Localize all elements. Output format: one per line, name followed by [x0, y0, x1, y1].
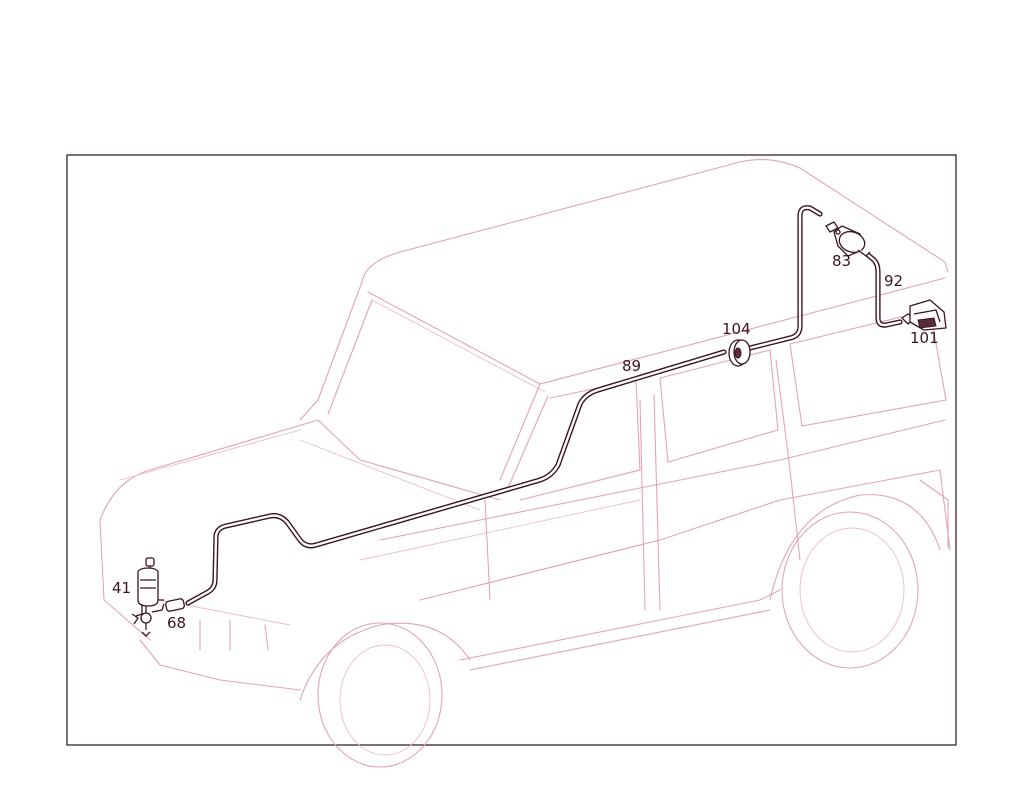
spray-nozzle	[901, 299, 947, 331]
grommet	[728, 339, 751, 367]
callout-92: 92	[884, 272, 903, 290]
hose-connector	[165, 598, 185, 612]
callout-68: 68	[167, 614, 186, 632]
vehicle-outline	[99, 159, 951, 768]
washer-pump	[131, 557, 165, 637]
callout-labels: 41 68 89 104 83 92 101	[112, 252, 939, 632]
hose-89	[185, 205, 823, 606]
hose-92	[865, 252, 903, 328]
diagram-frame	[66, 154, 957, 746]
callout-83: 83	[832, 252, 851, 270]
callout-89: 89	[622, 357, 641, 375]
callout-104: 104	[722, 320, 751, 338]
callout-101: 101	[910, 329, 939, 347]
callout-41: 41	[112, 579, 131, 597]
check-valve	[825, 221, 871, 257]
